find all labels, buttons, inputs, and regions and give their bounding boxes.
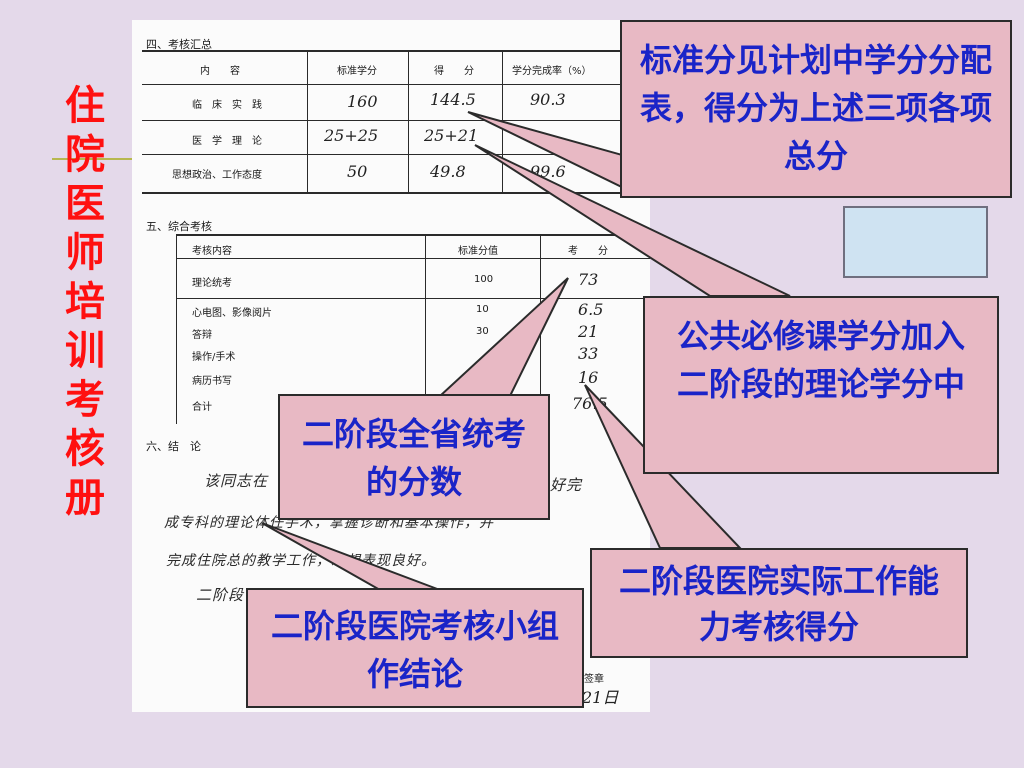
s4-row3-label: 思想政治、工作态度 — [172, 170, 262, 181]
s4-row2-score: 25+21 — [424, 126, 479, 145]
s4-row2-label: 医 学 理 论 — [192, 136, 262, 147]
s5-row-record-label: 病历书写 — [192, 376, 232, 387]
callout-hospital-ability: 二阶段医院实际工作能力考核得分 — [590, 548, 968, 658]
side-title-rule — [52, 158, 132, 160]
s6-hw-line1: 该同志在 — [204, 472, 269, 490]
s4-row3-standard: 50 — [347, 162, 368, 181]
s6-hw-fragment: 好完 — [550, 476, 583, 494]
s4-row1-label: 临 床 实 践 — [192, 100, 262, 111]
s5-row-operation-score: 33 — [578, 344, 599, 363]
s5-row-theory-label: 理论统考 — [192, 278, 232, 289]
section4-title: 四、考核汇总 — [146, 38, 212, 51]
s5-row-theory-score: 73 — [578, 270, 599, 289]
s4-row1-score: 144.5 — [430, 90, 476, 109]
s5-row-defense-label: 答辩 — [192, 330, 212, 341]
s5-row-operation-label: 操作/手术 — [192, 352, 236, 363]
s4-header-score: 得 分 — [434, 66, 474, 77]
section6-title: 六、结 论 — [146, 440, 201, 453]
s6-sign-label: 签章 — [584, 674, 604, 685]
s5-header-score: 考 分 — [568, 246, 608, 257]
blue-placeholder-box — [843, 206, 988, 278]
s5-row-total-label: 合计 — [192, 402, 212, 413]
s5-row-record-score: 16 — [578, 368, 599, 387]
s5-row-ecg-standard: 10 — [476, 304, 489, 315]
s6-hw-line4: 二阶段 — [196, 586, 245, 604]
s4-row2-standard: 25+25 — [324, 126, 379, 145]
tail-conclusion-group — [261, 522, 441, 591]
s5-header-standard: 标准分值 — [458, 246, 498, 257]
s6-date-fragment: 21日 — [582, 688, 619, 707]
s4-row1-standard: 160 — [347, 92, 378, 111]
callout-conclusion-group: 二阶段医院考核小组作结论 — [246, 588, 584, 708]
s4-header-standard: 标准学分 — [337, 66, 377, 77]
callout-public-course: 公共必修课学分加入二阶段的理论学分中 — [643, 296, 999, 474]
s5-header-content: 考核内容 — [192, 246, 232, 257]
s4-header-rate: 学分完成率（%） — [512, 66, 592, 77]
s5-row-defense-score: 21 — [578, 322, 599, 341]
s5-row-defense-standard: 30 — [476, 326, 489, 337]
s5-row-ecg-label: 心电图、影像阅片 — [192, 308, 272, 319]
s4-header-content: 内 容 — [200, 66, 240, 77]
section5-title: 五、综合考核 — [146, 220, 212, 233]
side-title: 住院医师培训考核册 — [65, 83, 105, 521]
s4-row1-rate: 90.3 — [530, 90, 566, 109]
tail-provincial-exam — [437, 277, 569, 397]
callout-provincial-exam: 二阶段全省统考的分数 — [278, 394, 550, 520]
s5-row-ecg-score: 6.5 — [578, 300, 604, 319]
callout-credit-note: 标准分见计划中学分分配表，得分为上述三项各项总分 — [620, 20, 1012, 198]
s4-row3-score: 49.8 — [430, 162, 466, 181]
s5-row-theory-standard: 100 — [474, 274, 494, 285]
